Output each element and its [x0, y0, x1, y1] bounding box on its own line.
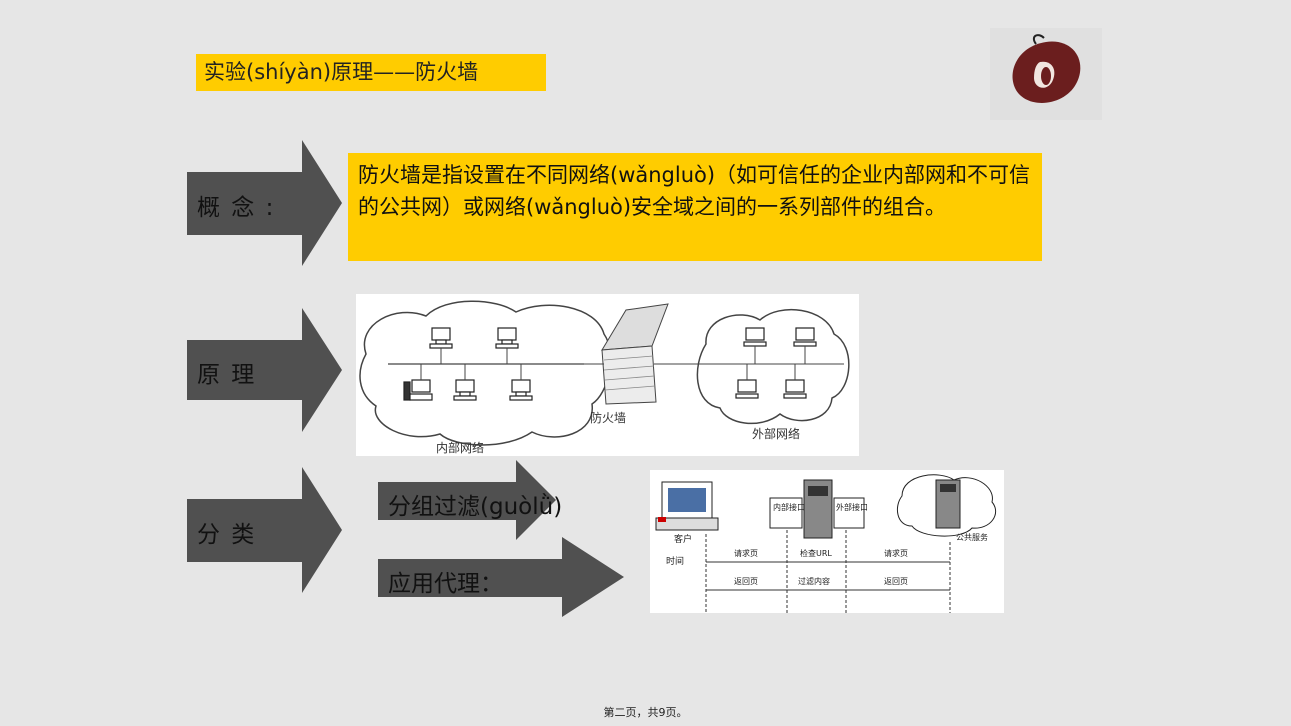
- principle-arrow: [187, 308, 343, 434]
- category-label: 分 类: [197, 522, 257, 548]
- return-page-2: 返回页: [884, 577, 908, 586]
- inner-port-label: 内部接口: [773, 502, 805, 512]
- time-label: 时间: [666, 555, 684, 567]
- outer-port-label: 外部接口: [836, 502, 868, 512]
- inner-network-label: 内部网络: [436, 440, 484, 455]
- app-proxy-label: 应用代理：: [388, 571, 503, 597]
- logo: [990, 28, 1102, 120]
- concept-label: 概 念 :: [197, 195, 276, 221]
- firewall-label: 防火墙: [590, 410, 626, 425]
- check-url-label: 检查URL: [800, 548, 832, 558]
- page-footer: 第二页，共9页。: [603, 706, 688, 719]
- request-page-2: 请求页: [884, 548, 908, 558]
- proxy-sequence-diagram: 客户 时间 内部接口 外部接口 公共服务 请求页 检查URL 请求页 返回页 过…: [650, 470, 1004, 613]
- outer-network-label: 外部网络: [752, 426, 800, 441]
- public-service-label: 公共服务: [956, 532, 988, 542]
- return-page-1: 返回页: [734, 577, 758, 586]
- filter-content-label: 过滤内容: [798, 576, 830, 586]
- firewall-network-diagram: 防火墙 内部网络 外部网络: [356, 294, 859, 456]
- packet-filter-arrow: [378, 460, 558, 540]
- client-label: 客户: [674, 533, 692, 545]
- app-proxy-arrow: [378, 537, 626, 617]
- category-arrow: [187, 467, 343, 593]
- request-page-1: 请求页: [734, 548, 758, 558]
- concept-text: 防火墙是指设置在不同网络(wǎngluò)（如可信任的企业内部网和不可信的公共网…: [348, 153, 1042, 261]
- slide-title: 实验(shíyàn)原理——防火墙: [196, 54, 546, 91]
- principle-label: 原 理: [197, 362, 257, 388]
- concept-arrow: [187, 140, 343, 266]
- packet-filter-label: 分组过滤(guòlǜ): [388, 494, 563, 520]
